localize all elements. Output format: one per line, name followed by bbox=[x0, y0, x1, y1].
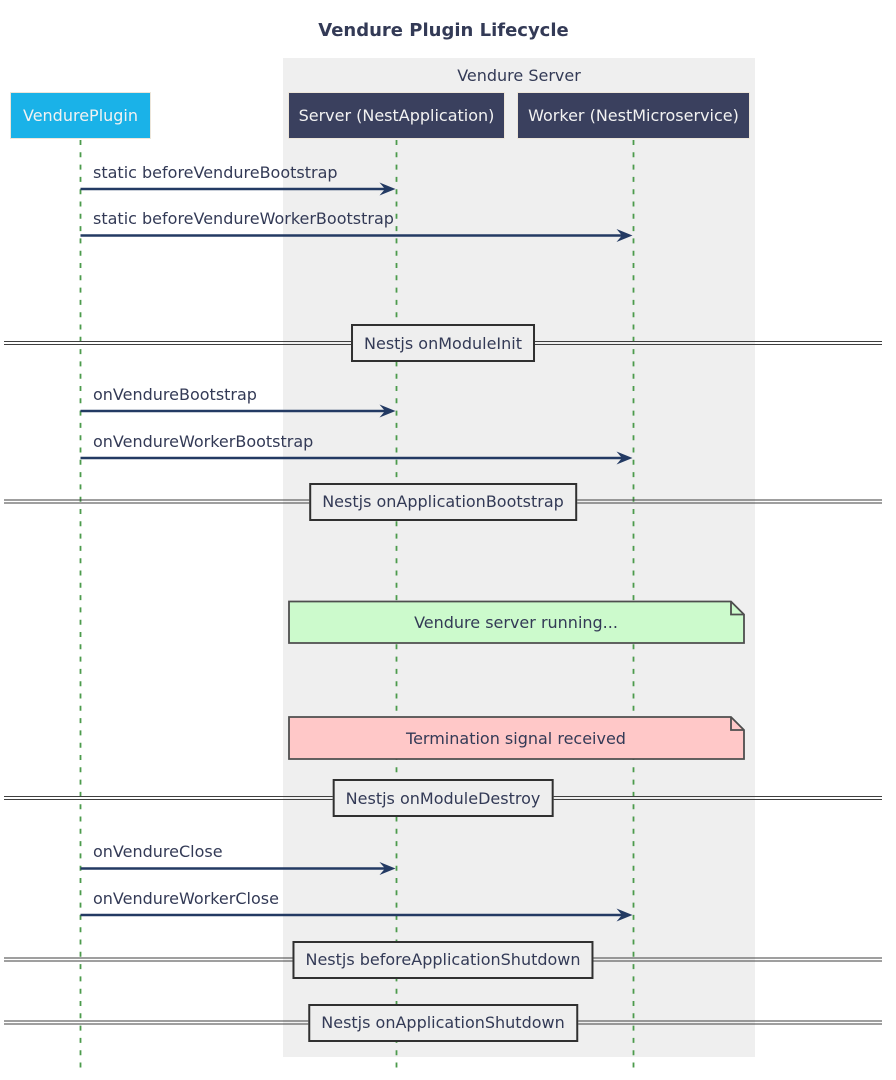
actor-label: VendurePlugin bbox=[22, 106, 139, 125]
group-box bbox=[283, 58, 755, 1057]
divider-label: Nestjs onModuleInit bbox=[351, 324, 535, 362]
diagram-title: Vendure Plugin Lifecycle bbox=[318, 20, 569, 41]
note-label-green: Vendure server running... bbox=[414, 613, 618, 632]
message-label: onVendureWorkerClose bbox=[93, 889, 279, 908]
message-label: onVendureClose bbox=[93, 842, 223, 861]
note-pink-body bbox=[288, 716, 745, 760]
message-label: onVendureBootstrap bbox=[93, 385, 257, 404]
message-label: static beforeVendureWorkerBootstrap bbox=[93, 209, 394, 228]
divider-label: Nestjs onModuleDestroy bbox=[332, 779, 554, 817]
group-label: Vendure Server bbox=[457, 66, 581, 85]
message-label: static beforeVendureBootstrap bbox=[93, 163, 338, 182]
message-arrow-onvendureworkerbootstrap bbox=[80, 451, 633, 465]
actor-box-worker: Worker (NestMicroservice) bbox=[517, 92, 750, 139]
note-green-body bbox=[288, 600, 745, 644]
message-arrow-onvendureclose bbox=[80, 862, 396, 875]
actor-box-vendureplugin: VendurePlugin bbox=[10, 92, 151, 139]
divider-label: Nestjs onApplicationShutdown bbox=[308, 1003, 578, 1042]
message-arrow-static-beforevendurebootstrap bbox=[80, 182, 396, 196]
message-label: onVendureWorkerBootstrap bbox=[93, 432, 314, 451]
divider-label: Nestjs onApplicationBootstrap bbox=[309, 482, 577, 521]
message-arrow-onvendurebootstrap bbox=[80, 404, 396, 418]
actor-label: Server (NestApplication) bbox=[298, 106, 495, 125]
note-label-pink: Termination signal received bbox=[406, 728, 626, 748]
message-arrow-onvendureworkerclose bbox=[80, 908, 633, 922]
actor-box-server: Server (NestApplication) bbox=[288, 92, 505, 139]
divider-label: Nestjs beforeApplicationShutdown bbox=[292, 940, 594, 979]
actor-label: Worker (NestMicroservice) bbox=[528, 106, 739, 125]
message-arrow-static-beforevendureworkerbootstrap bbox=[80, 229, 633, 242]
